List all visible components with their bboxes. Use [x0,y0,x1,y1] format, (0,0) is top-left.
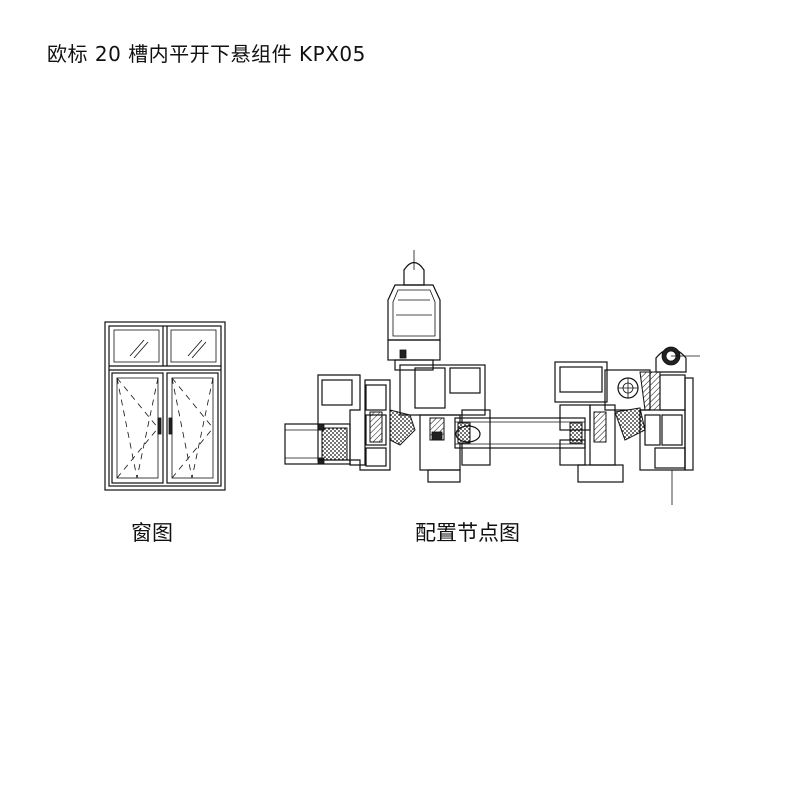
section-detail-drawing [284,250,700,505]
window-elevation-drawing [104,321,226,491]
window-caption: 窗图 [131,521,173,545]
page-title: 欧标 20 槽内平开下悬组件 KPX05 [47,42,366,66]
section-caption: 配置节点图 [415,521,520,545]
